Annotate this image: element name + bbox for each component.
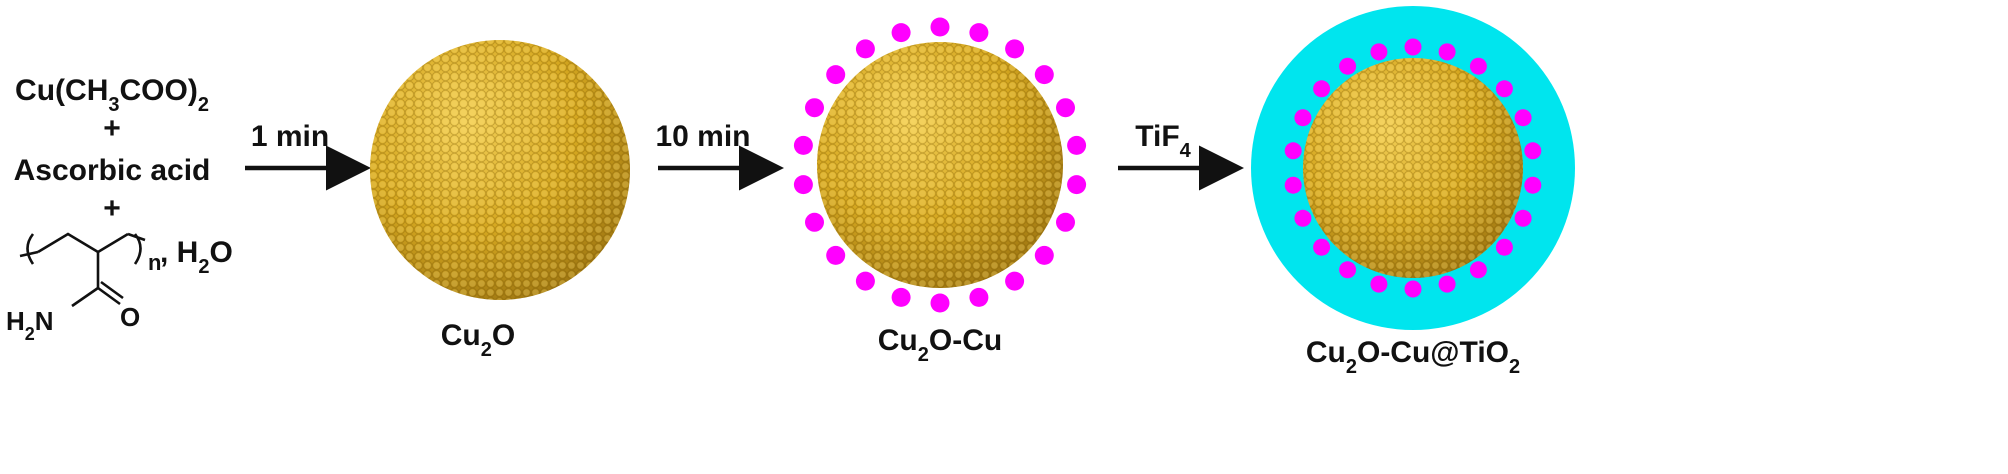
right-bracket <box>133 233 142 265</box>
left-bracket-bond <box>19 250 39 258</box>
cu-nanoparticle <box>1514 109 1532 127</box>
cu-nanoparticle <box>1313 238 1331 256</box>
polymer-backbone <box>37 232 129 254</box>
step-3-reagent-label: TiF4 <box>1135 120 1191 162</box>
cu-nanoparticle <box>1524 142 1542 160</box>
step-2-time-label: 10 min <box>655 120 750 153</box>
core-sphere-lattice <box>1303 58 1523 278</box>
cu-nanoparticle <box>1495 80 1513 98</box>
left-bracket <box>26 233 35 265</box>
cu2o-cu-particle: Cu2O-Cu <box>793 17 1087 366</box>
cu-nanoparticle <box>805 212 824 232</box>
plus-sign-1: + <box>103 112 121 145</box>
product-1-label: Cu2O <box>441 319 515 361</box>
cu2o-sphere-lattice <box>370 40 630 300</box>
cu-nanoparticle <box>969 23 989 43</box>
cu-nanoparticle <box>1067 175 1087 195</box>
cu-nanoparticle <box>826 245 846 265</box>
cu-nanoparticle <box>1284 176 1302 194</box>
cu-nanoparticle <box>826 65 846 85</box>
cu-nanoparticle <box>1404 280 1422 298</box>
cu-nanoparticle <box>855 39 875 59</box>
cu-nanoparticle <box>1370 275 1388 293</box>
cu-nanoparticle <box>1056 212 1075 232</box>
cu-nanoparticle <box>793 175 813 195</box>
step-3: TiF4 <box>1118 120 1244 191</box>
cu2o-cu-tio2-particle: Cu2O-Cu@TiO2 <box>1251 6 1575 378</box>
cu-nanoparticle <box>1339 261 1357 279</box>
cu-nanoparticle <box>1438 43 1456 61</box>
carbonyl-double-bond-a <box>97 286 121 306</box>
cu-nanoparticle <box>891 287 911 307</box>
product-2-label: Cu2O-Cu <box>878 324 1002 366</box>
cu-nanoparticle <box>969 287 989 307</box>
amide-cn-bond <box>71 286 99 308</box>
cu-nanoparticle <box>1495 238 1513 256</box>
cu-nanoparticle <box>1005 39 1025 59</box>
carbonyl-oxygen-label: O <box>120 302 140 332</box>
cu-nanoparticle <box>1005 271 1025 291</box>
cu-nanoparticle <box>1056 98 1075 118</box>
product-3-label: Cu2O-Cu@TiO2 <box>1306 336 1520 378</box>
polymer-repeat-subscript: n <box>148 250 161 275</box>
copper-acetate-label: Cu(CH3COO)2 <box>15 74 209 116</box>
cu-nanoparticle <box>1294 209 1312 227</box>
cu-nanoparticle <box>1034 65 1054 85</box>
plus-sign-2: + <box>103 192 121 225</box>
cu2o-cu-sphere-lattice <box>817 42 1063 288</box>
cu-nanoparticle <box>1067 135 1087 155</box>
cu-nanoparticle <box>1370 43 1388 61</box>
carbonyl-double-bond-b <box>100 280 124 300</box>
cu-nanoparticle <box>1524 176 1542 194</box>
cu-nanoparticle <box>855 271 875 291</box>
amide-nh2-label: H2N <box>6 306 54 344</box>
cu-nanoparticle <box>891 23 911 43</box>
cu2o-particle: Cu2O <box>370 40 630 361</box>
cu-nanoparticle <box>1469 57 1487 75</box>
cu-nanoparticle <box>1438 275 1456 293</box>
cu-nanoparticle <box>1294 109 1312 127</box>
cu-nanoparticle <box>1339 57 1357 75</box>
polyacrylamide-structure <box>19 232 146 308</box>
cu-nanoparticles-ring-inner <box>1284 38 1542 298</box>
cu-nanoparticle <box>930 17 950 37</box>
cu-nanoparticle <box>930 293 950 313</box>
cu-nanoparticle <box>1284 142 1302 160</box>
cu-nanoparticle <box>1469 261 1487 279</box>
cu-nanoparticle <box>805 98 824 118</box>
ascorbic-acid-label: Ascorbic acid <box>14 154 211 187</box>
cu-nanoparticle <box>1514 209 1532 227</box>
step-1: 1 min <box>245 120 371 191</box>
cu-nanoparticle <box>793 135 813 155</box>
cu-nanoparticle <box>1404 38 1422 56</box>
reagents-block: Cu(CH3COO)2 + Ascorbic acid + n , H2O H2… <box>6 74 233 344</box>
cu-nanoparticle <box>1034 245 1054 265</box>
step-2: 10 min <box>655 120 784 191</box>
cu-nanoparticles-ring <box>793 17 1087 313</box>
step-1-time-label: 1 min <box>251 120 329 153</box>
cu-nanoparticle <box>1313 80 1331 98</box>
water-label: , H2O <box>160 236 233 278</box>
